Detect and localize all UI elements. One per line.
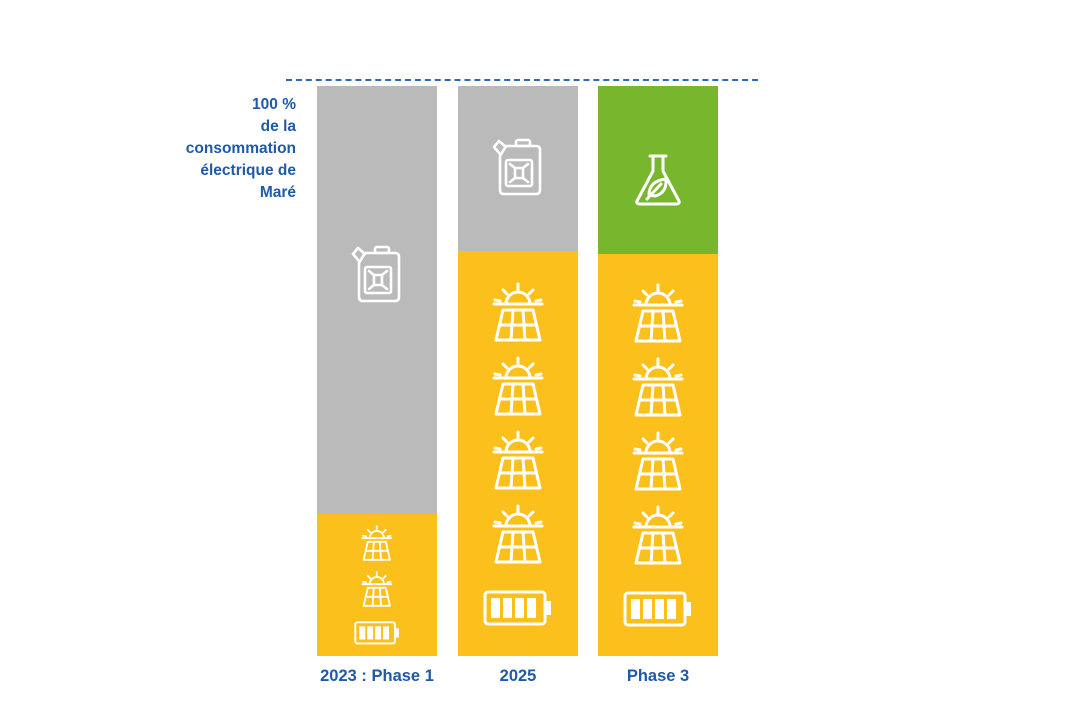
fuel-can-icon — [492, 138, 544, 196]
battery-icon — [354, 621, 400, 645]
bar-segment-solar — [317, 513, 437, 656]
bar-segment-fuel — [458, 86, 578, 252]
reference-line-label: 100 % de la consommation électrique de M… — [185, 96, 296, 201]
battery-icon — [483, 590, 553, 626]
solar-panel-icon — [490, 356, 546, 416]
reference-line-100 — [286, 79, 758, 81]
bar-segment-biofuel — [598, 86, 718, 255]
solar-panel-icon — [630, 357, 686, 417]
bar-segment-solar — [598, 254, 718, 656]
category-label: 2023 : Phase 1 — [320, 667, 434, 685]
solar-panel-icon — [360, 525, 394, 561]
bar-2 — [598, 86, 718, 656]
bar-1 — [458, 86, 578, 656]
bar-0 — [317, 86, 437, 656]
solar-panel-icon — [490, 282, 546, 342]
bar-segment-fuel — [317, 86, 437, 514]
biofuel-flask-icon — [633, 153, 683, 207]
battery-icon — [623, 591, 693, 627]
solar-panel-icon — [360, 571, 394, 607]
solar-panel-icon — [490, 430, 546, 490]
solar-panel-icon — [490, 504, 546, 564]
fuel-can-icon — [351, 245, 403, 303]
solar-panel-icon — [630, 431, 686, 491]
category-label: Phase 3 — [626, 667, 690, 685]
bar-segment-solar — [458, 251, 578, 656]
category-label: 2025 — [499, 667, 537, 685]
solar-panel-icon — [630, 505, 686, 565]
solar-panel-icon — [630, 283, 686, 343]
